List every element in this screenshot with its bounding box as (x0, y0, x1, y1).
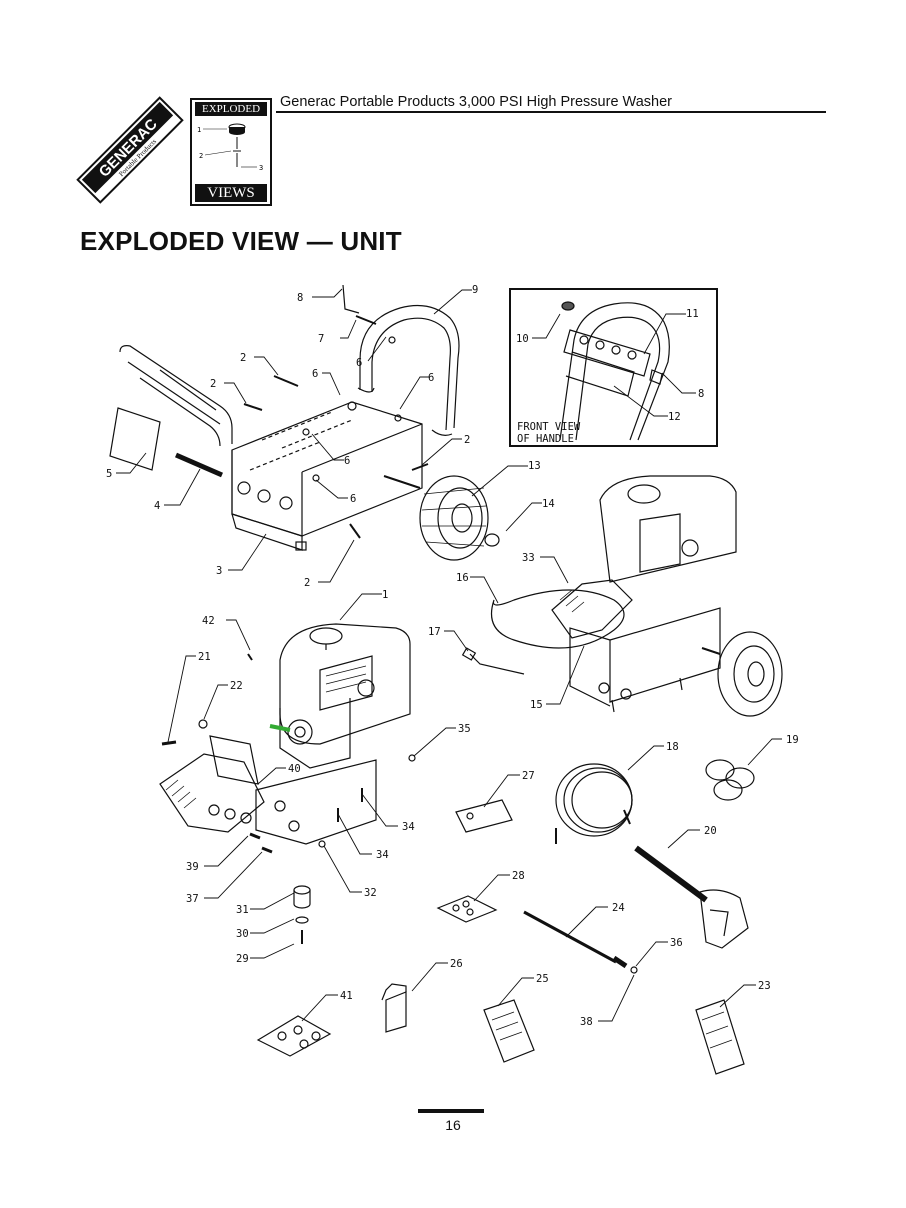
callout-30: 30 (236, 928, 249, 940)
callout-11: 11 (686, 308, 699, 320)
callout-39: 39 (186, 861, 199, 873)
callout-6: 6 (312, 368, 318, 380)
leader-lines (116, 288, 782, 1022)
badge-bottom-label: VIEWS (195, 184, 267, 202)
footer-rule (418, 1109, 484, 1113)
callout-18: 18 (666, 741, 679, 753)
callout-7: 7 (318, 333, 324, 345)
wheel-13 (419, 475, 500, 561)
callout-17: 17 (428, 626, 441, 638)
callout-8: 8 (698, 388, 704, 400)
callout-2: 2 (464, 434, 470, 446)
callout-27: 27 (522, 770, 535, 782)
callout-6: 6 (428, 372, 434, 384)
callout-41: 41 (340, 990, 353, 1002)
callout-26: 26 (450, 958, 463, 970)
callout-31: 31 (236, 904, 249, 916)
callout-34: 34 (376, 849, 389, 861)
callout-6: 6 (350, 493, 356, 505)
callout-29: 29 (236, 953, 249, 965)
callout-2: 2 (304, 577, 310, 589)
badge-callout: 3 (259, 164, 263, 172)
badge-callout: 1 (197, 126, 201, 134)
callout-12: 12 (668, 411, 681, 423)
header-rule (276, 111, 826, 113)
callout-36: 36 (670, 937, 683, 949)
callout-24: 24 (612, 902, 625, 914)
assembled-unit (551, 475, 783, 717)
callout-38: 38 (580, 1016, 593, 1028)
callout-2: 2 (210, 378, 216, 390)
callout-20: 20 (704, 825, 717, 837)
callout-14: 14 (542, 498, 555, 510)
callout-16: 16 (456, 572, 469, 584)
callout-23: 23 (758, 980, 771, 992)
callout-10: 10 (516, 333, 529, 345)
callout-19: 19 (786, 734, 799, 746)
callout-34: 34 (402, 821, 415, 833)
callout-35: 35 (458, 723, 471, 735)
badge-top-label: EXPLODED (195, 102, 267, 116)
callout-42: 42 (202, 615, 215, 627)
callout-5: 5 (106, 468, 112, 480)
callout-37: 37 (186, 893, 199, 905)
callout-13: 13 (528, 460, 541, 472)
callout-22: 22 (230, 680, 243, 692)
badge-callout: 2 (199, 152, 203, 160)
handle-inset: FRONT VIEW OF HANDLE (509, 288, 718, 447)
callout-40: 40 (288, 763, 301, 775)
callout-6: 6 (344, 455, 350, 467)
inset-caption-2: OF HANDLE (517, 433, 574, 445)
callout-3: 3 (216, 565, 222, 577)
callout-28: 28 (512, 870, 525, 882)
page-number: 16 (445, 1117, 461, 1133)
callout-33: 33 (522, 552, 535, 564)
callout-1: 1 (382, 589, 388, 601)
callout-32: 32 (364, 887, 377, 899)
callout-2: 2 (240, 352, 246, 364)
header-title: Generac Portable Products 3,000 PSI High… (280, 94, 672, 110)
badge-illustration: 1 2 3 (197, 123, 263, 172)
exploded-views-badge: EXPLODED 1 2 3 VIEWS (190, 98, 272, 206)
frame-assembly (109, 284, 460, 551)
accessories (256, 759, 755, 1075)
callout-25: 25 (536, 973, 549, 985)
callout-6: 6 (356, 357, 362, 369)
generac-logo: GENERAC Portable Products (76, 96, 184, 204)
callout-15: 15 (530, 699, 543, 711)
callout-4: 4 (154, 500, 160, 512)
callout-21: 21 (198, 651, 211, 663)
inset-caption-1: FRONT VIEW (517, 421, 581, 433)
page-title: EXPLODED VIEW — UNIT (80, 226, 402, 256)
callout-9: 9 (472, 284, 478, 296)
callout-8: 8 (297, 292, 303, 304)
